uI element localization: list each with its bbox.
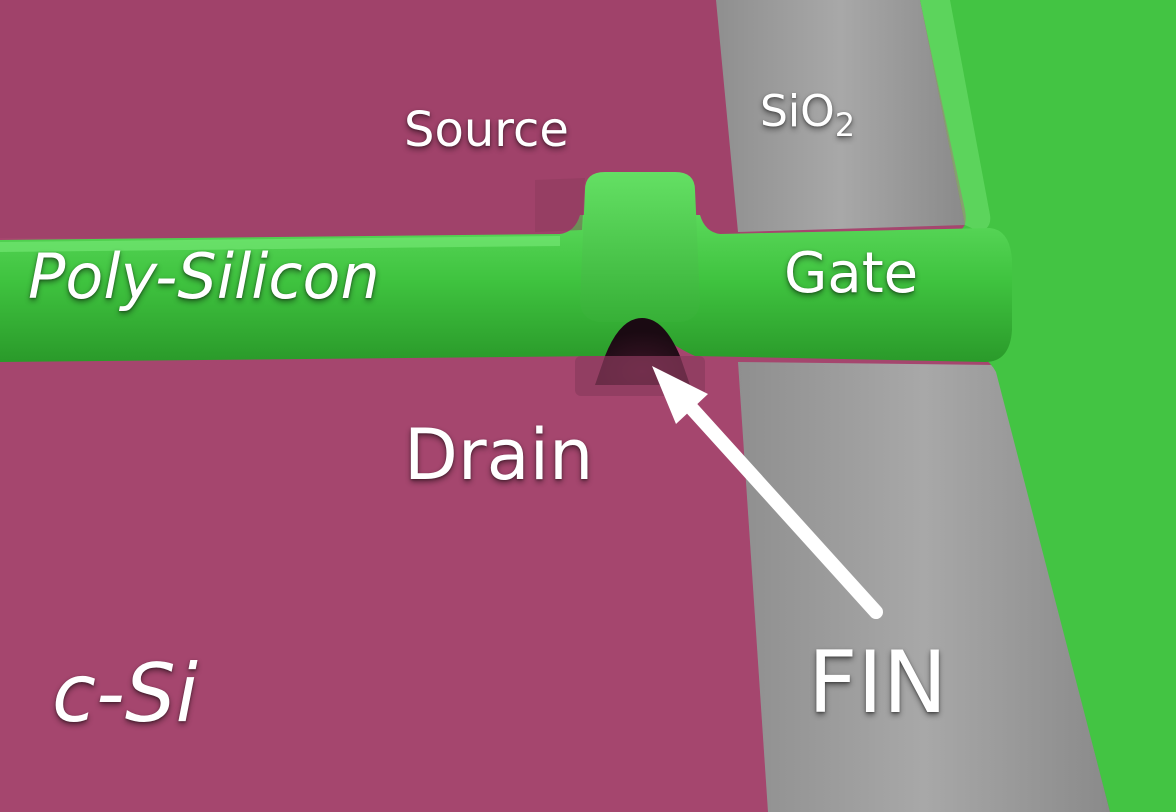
poly-silicon-gate-strip [0, 215, 1012, 362]
c-si-label: c-Si [52, 647, 198, 740]
fin-arrow-shaft [679, 395, 883, 619]
sio2-lower [738, 362, 1110, 812]
gate-label: Gate [784, 241, 919, 306]
sio2-label: SiO2 [760, 90, 856, 144]
fin-label: FIN [808, 633, 948, 733]
gate-over-fin [580, 172, 700, 322]
drain-label: Drain [404, 414, 594, 496]
sio2-label-base: SiO [760, 86, 835, 137]
source-label: Source [404, 102, 569, 158]
poly-silicon-label: Poly-Silicon [28, 240, 380, 313]
gate-strip-highlight [0, 236, 560, 252]
gate-over-fin-shadow [535, 178, 585, 232]
gate-right-highlight [920, 0, 991, 232]
sio2-label-subscript: 2 [834, 106, 856, 144]
fin-arrow-head [652, 366, 708, 424]
sio2-upper [716, 0, 965, 232]
